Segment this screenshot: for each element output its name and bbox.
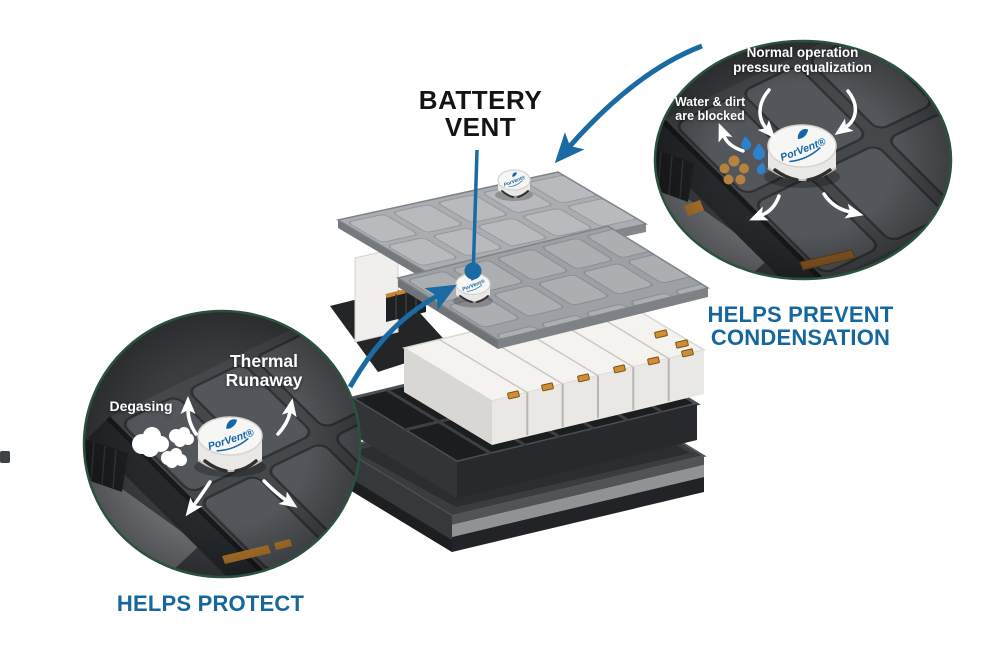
- arrow-to-middle-lid: [347, 284, 457, 389]
- top-lid-vent: PorVent®: [495, 169, 533, 201]
- inset-tr-border: [653, 39, 953, 281]
- inset-bl-border: [82, 309, 362, 579]
- middle-lid: PorVent®: [396, 225, 710, 349]
- middle-lid-vent: PorVent®: [453, 272, 493, 308]
- pointer-dot: [464, 262, 482, 280]
- inset-normal-operation: PorVent®: [653, 39, 953, 281]
- battery-pack: PorVent® PorVent®: [0, 169, 710, 552]
- inset-thermal-runaway: PorVent®: [82, 309, 362, 579]
- module-terminals: [507, 329, 694, 400]
- arrow-to-top-lid: [554, 43, 703, 164]
- pointers: [347, 43, 703, 389]
- pointer-line: [471, 149, 479, 264]
